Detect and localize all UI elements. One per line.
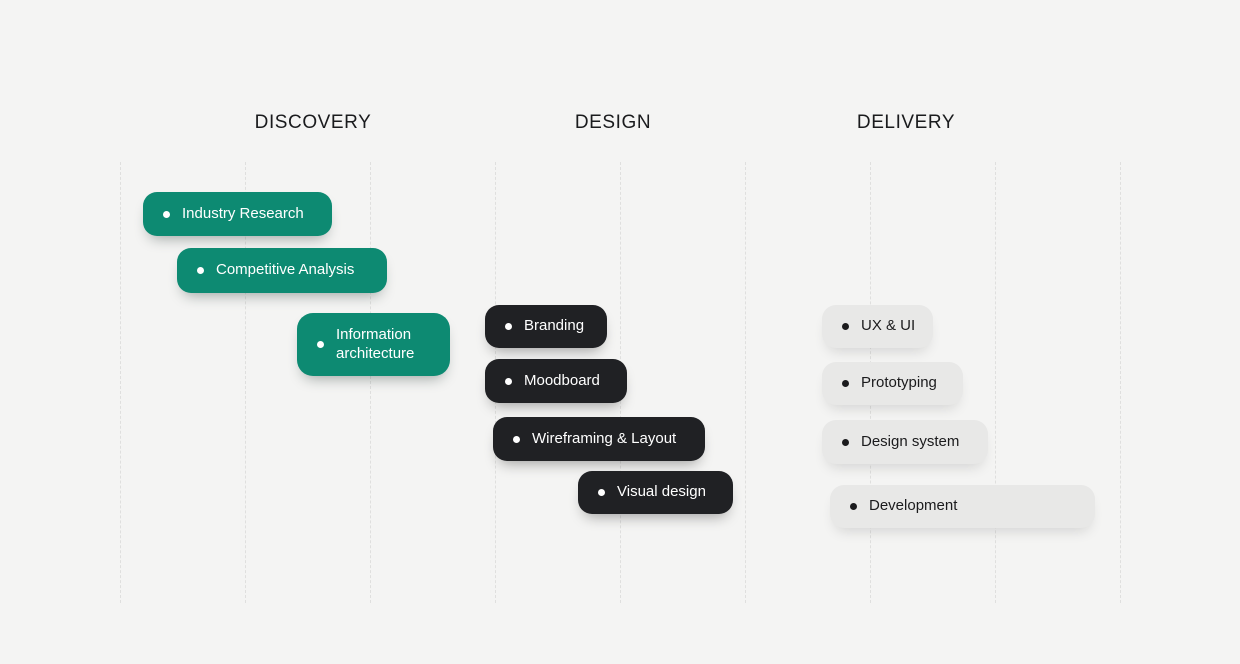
task-pill-industry-research: Industry Research (143, 192, 332, 236)
task-pill-visual-design: Visual design (578, 471, 733, 514)
bullet-dot-icon (513, 435, 520, 443)
bullet-dot-icon (197, 267, 204, 274)
bullet-dot-icon (842, 323, 849, 330)
task-pill-moodboard: Moodboard (485, 359, 627, 403)
task-label: Prototyping (861, 374, 937, 392)
bullet-dot-icon (850, 503, 857, 510)
task-pill-ux-ui: UX & UI (822, 305, 933, 348)
task-label: Design system (861, 432, 960, 450)
gridline (1120, 162, 1121, 603)
bullet-dot-icon (505, 377, 512, 385)
phase-header-delivery: DELIVERY (856, 112, 956, 133)
phase-header-design: DESIGN (574, 112, 652, 133)
bullet-dot-icon (163, 210, 170, 218)
task-pill-prototyping: Prototyping (822, 362, 963, 405)
bullet-dot-icon (505, 323, 512, 330)
task-label: Development (869, 497, 958, 515)
task-pill-development: Development (830, 485, 1095, 528)
phase-header-discovery: DISCOVERY (254, 112, 372, 133)
task-pill-wireframing-layout: Wireframing & Layout (493, 417, 705, 461)
task-pill-information-architecture: Information architecture (297, 313, 450, 376)
bullet-dot-icon (598, 489, 605, 496)
task-label: Branding (524, 317, 585, 335)
task-label: Competitive Analysis (216, 261, 355, 279)
gridline (745, 162, 746, 603)
bullet-dot-icon (842, 438, 849, 446)
task-label: Wireframing & Layout (532, 429, 677, 447)
gridline (245, 162, 246, 603)
gridline (995, 162, 996, 603)
task-pill-design-system: Design system (822, 420, 988, 464)
gridline (120, 162, 121, 603)
task-label: UX & UI (861, 317, 916, 335)
task-label: Information architecture (336, 325, 415, 362)
task-label: Moodboard (524, 371, 600, 389)
bullet-dot-icon (842, 380, 849, 387)
gridline (370, 162, 371, 603)
task-label: Industry Research (182, 204, 304, 222)
task-pill-branding: Branding (485, 305, 607, 348)
task-label: Visual design (617, 483, 706, 501)
task-pill-competitive-analysis: Competitive Analysis (177, 248, 387, 293)
bullet-dot-icon (317, 341, 324, 348)
